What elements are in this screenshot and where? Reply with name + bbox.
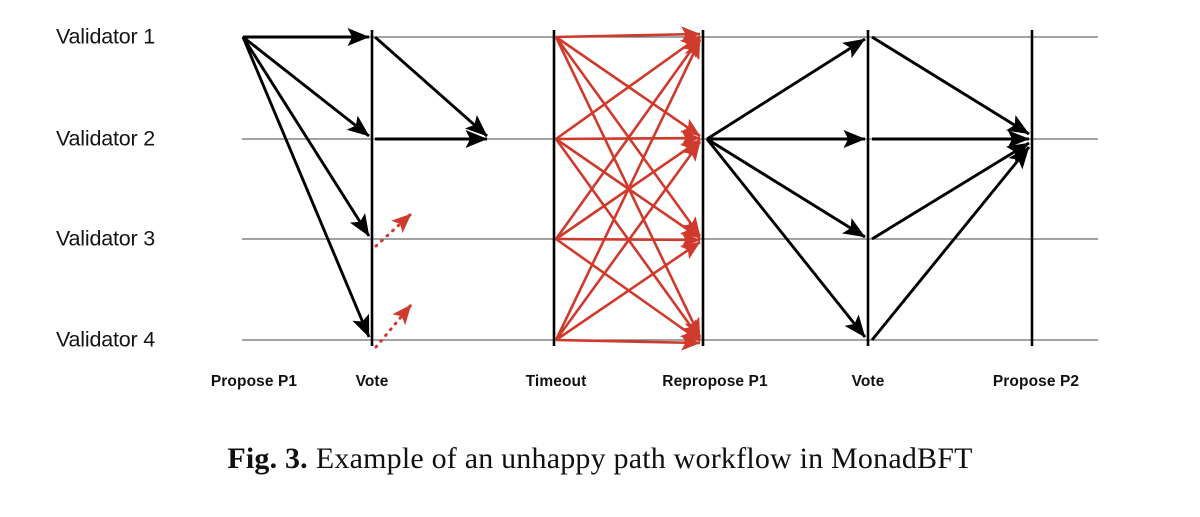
msg-timeout-v4-v2 bbox=[554, 141, 702, 341]
messages-vote-1-delivered bbox=[374, 35, 488, 148]
validator-label-2: Validator 2 bbox=[56, 126, 155, 151]
msg-repropose-v2-v3 bbox=[706, 137, 866, 239]
msg-timeout-v4-v1 bbox=[554, 39, 702, 341]
msg-propose-v1-v2 bbox=[242, 35, 370, 138]
msg-vote2-v4-v2 bbox=[870, 146, 1031, 341]
phase-label-vote-1: Vote bbox=[355, 373, 389, 390]
figure-number: Fig. 3. bbox=[227, 442, 308, 475]
phase-label-vote-2: Vote bbox=[851, 373, 885, 390]
msg-propose-v1-v3 bbox=[241, 36, 371, 237]
msg-timeout-v1-v1 bbox=[555, 26, 701, 43]
msg-vote1-v1-v2 bbox=[374, 35, 488, 138]
phase-dividers bbox=[370, 30, 1034, 346]
msg-timeout-v3-v1 bbox=[554, 37, 702, 240]
validator-label-3: Validator 3 bbox=[56, 226, 155, 251]
msg-propose-v1-v4 bbox=[241, 36, 371, 338]
msg-timeout-v4-v4 bbox=[555, 334, 701, 351]
msg-repropose-v2-v1 bbox=[706, 37, 866, 141]
messages-repropose-p1 bbox=[705, 37, 867, 338]
phase-label-propose-p1: Propose P1 bbox=[210, 373, 298, 390]
msg-vote1-v3-lost bbox=[374, 212, 413, 248]
validator-label-1: Validator 1 bbox=[56, 24, 155, 49]
phase-label-propose-p2: Propose P2 bbox=[992, 373, 1080, 390]
messages-vote-1-lost bbox=[374, 212, 413, 349]
msg-vote2-v3-v2 bbox=[871, 141, 1030, 241]
msg-timeout-v2-v1 bbox=[555, 34, 701, 141]
figure-caption: Fig. 3.Example of an unhappy path workfl… bbox=[0, 442, 1200, 476]
messages-vote-2 bbox=[870, 35, 1031, 341]
validator-timelines bbox=[242, 36, 1098, 341]
phase-label-timeout: Timeout bbox=[525, 373, 587, 390]
figure-caption-text: Example of an unhappy path workflow in M… bbox=[315, 442, 973, 475]
msg-vote1-v4-lost bbox=[374, 303, 413, 349]
msg-repropose-v2-v4 bbox=[705, 138, 867, 338]
msg-vote2-v1-v2 bbox=[871, 35, 1030, 136]
messages-timeout-broadcast bbox=[554, 26, 702, 351]
validator-label-4: Validator 4 bbox=[56, 327, 155, 352]
phase-label-repropose-p1: Repropose P1 bbox=[662, 373, 768, 390]
msg-timeout-v4-v3 bbox=[555, 240, 701, 342]
messages-propose-p1 bbox=[241, 28, 371, 338]
